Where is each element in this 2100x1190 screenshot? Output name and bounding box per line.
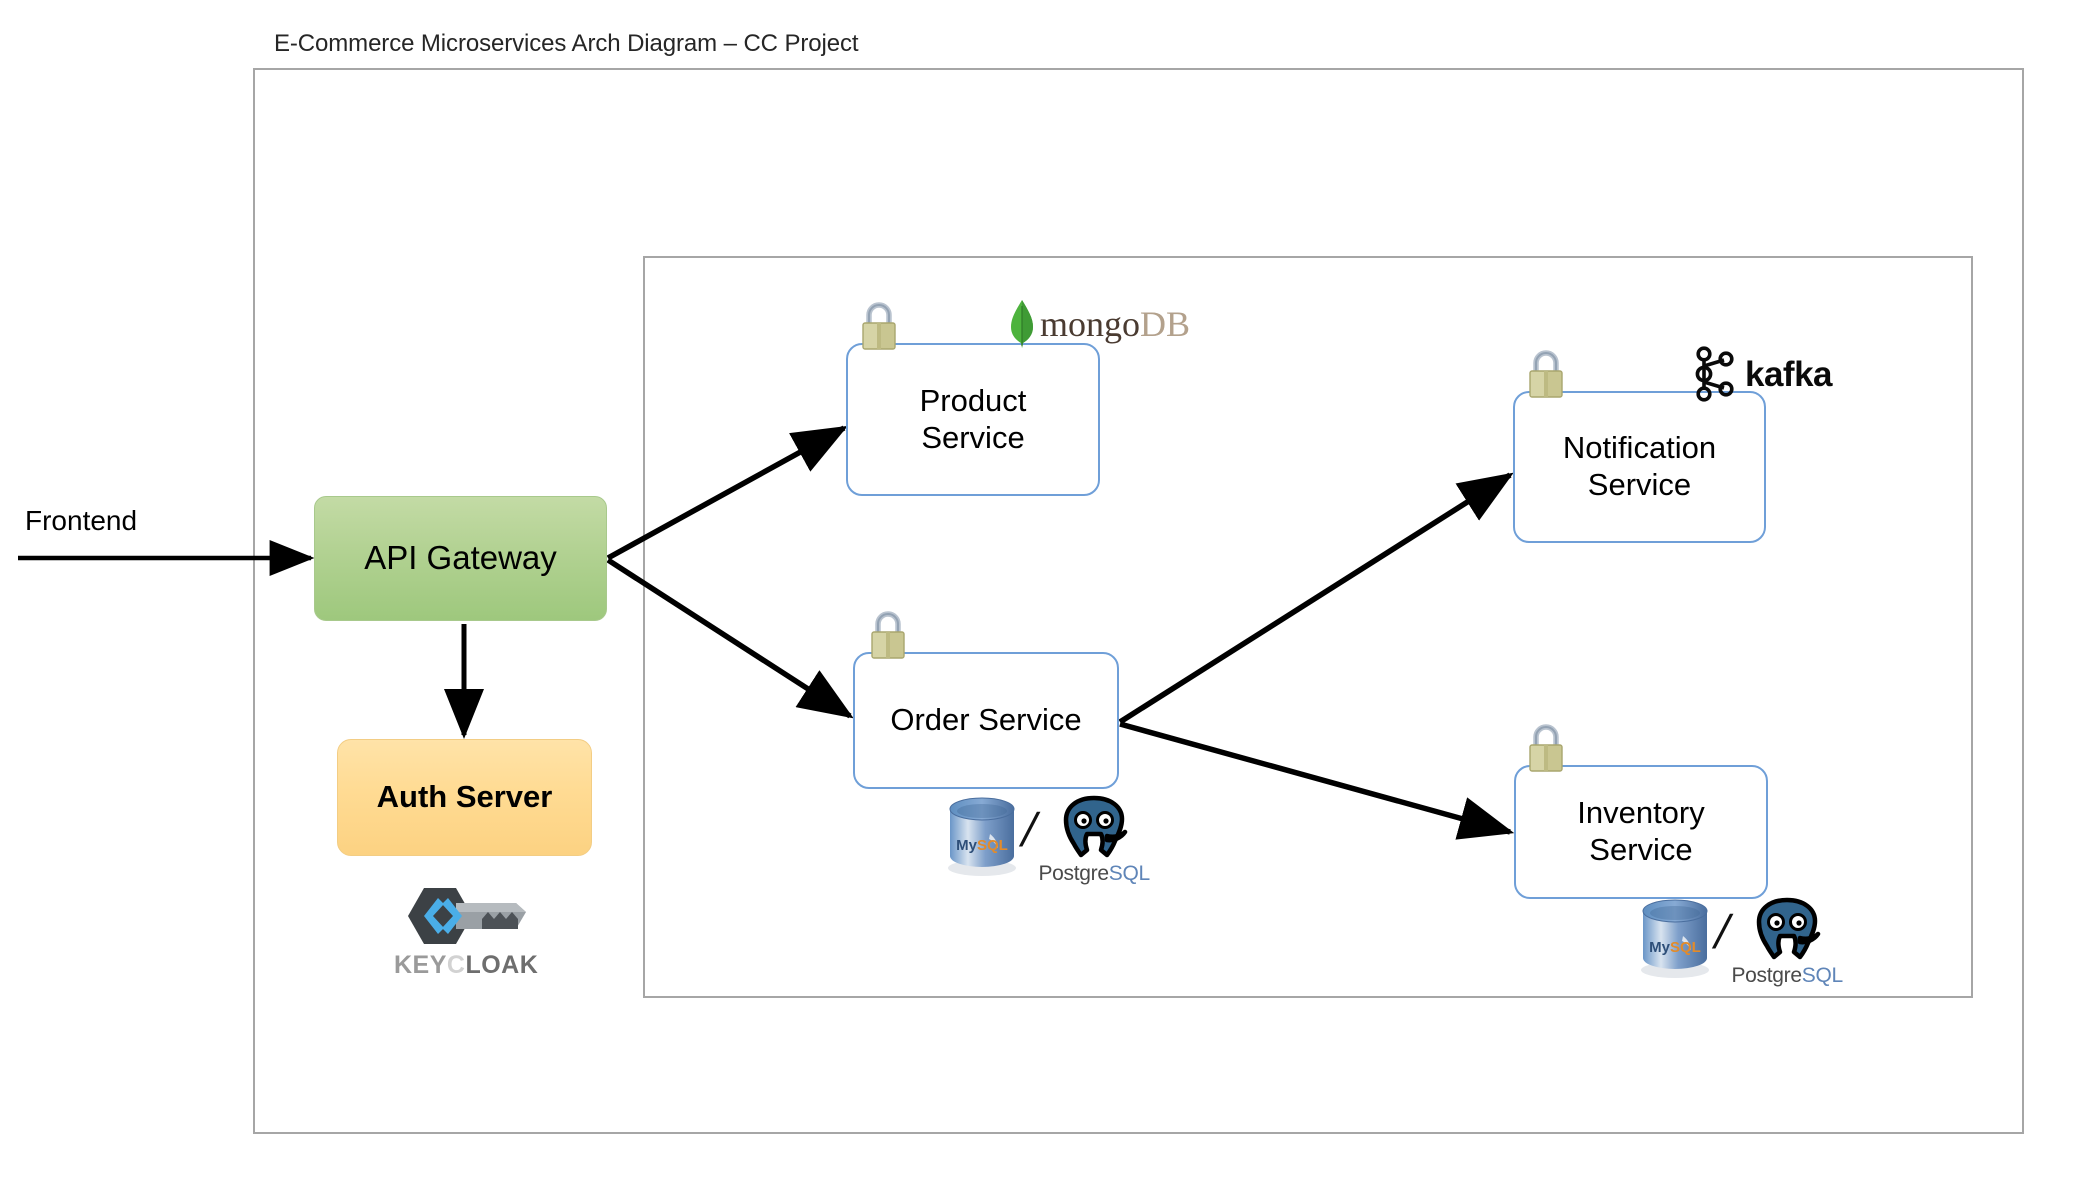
logo-separator: / bbox=[1022, 801, 1037, 858]
postgresql-elephant-icon bbox=[1756, 897, 1821, 960]
padlock-icon bbox=[1529, 724, 1563, 772]
node-order-service[interactable]: Order Service bbox=[853, 652, 1119, 789]
kafka-logo: kafka bbox=[1692, 345, 1833, 403]
mongodb-text-part2: DB bbox=[1140, 304, 1191, 344]
keycloak-logo: KEYCLOAK bbox=[394, 884, 538, 979]
mongodb-leaf-icon bbox=[1011, 300, 1033, 348]
node-api-gateway[interactable]: API Gateway bbox=[314, 496, 607, 621]
node-product-service[interactable]: Product Service bbox=[846, 343, 1100, 496]
padlock-icon bbox=[871, 611, 905, 659]
node-auth-server[interactable]: Auth Server bbox=[337, 739, 592, 856]
diagram-title: E-Commerce Microservices Arch Diagram – … bbox=[274, 30, 859, 57]
padlock-icon bbox=[862, 302, 896, 350]
node-inventory-service-label: Inventory Service bbox=[1577, 795, 1705, 867]
postgresql-elephant-icon bbox=[1063, 795, 1128, 858]
mysql-icon: MySQL bbox=[1641, 899, 1709, 978]
node-order-service-label: Order Service bbox=[890, 702, 1082, 738]
padlock-icon bbox=[1529, 350, 1563, 398]
postgresql-text-part1: Postgre bbox=[1038, 862, 1109, 885]
mongodb-logo-text: mongoDB bbox=[1040, 306, 1190, 342]
node-notification-service-label: Notification Service bbox=[1562, 430, 1717, 502]
mysql-icon: MySQL bbox=[948, 797, 1016, 876]
system-boundary-frame bbox=[253, 68, 2024, 1134]
kafka-icon bbox=[1695, 346, 1734, 402]
postgresql-text-part1: Postgre bbox=[1731, 964, 1802, 987]
frontend-label: Frontend bbox=[25, 505, 138, 536]
lock-icon-order-service bbox=[866, 609, 910, 666]
keycloak-logo-text: KEYCLOAK bbox=[394, 951, 538, 979]
lock-icon-inventory-service bbox=[1524, 722, 1568, 779]
datastore-logos-inventory-service: MySQL / PostgreSQL bbox=[1637, 894, 1843, 986]
keycloak-key-icon bbox=[408, 888, 526, 944]
lock-icon-notification-service bbox=[1524, 348, 1568, 405]
postgresql-text-part2: SQL bbox=[1801, 964, 1843, 987]
svg-text:MySQL: MySQL bbox=[1649, 939, 1701, 956]
node-auth-server-label: Auth Server bbox=[376, 779, 553, 815]
node-api-gateway-label: API Gateway bbox=[364, 539, 557, 577]
node-notification-service[interactable]: Notification Service bbox=[1513, 391, 1766, 543]
postgresql-logo: PostgreSQL bbox=[1038, 792, 1150, 885]
postgresql-logo: PostgreSQL bbox=[1731, 894, 1843, 987]
node-product-service-label: Product Service bbox=[919, 382, 1027, 455]
postgresql-logo-text: PostgreSQL bbox=[1038, 862, 1150, 885]
logo-separator: / bbox=[1715, 903, 1730, 960]
svg-text:MySQL: MySQL bbox=[956, 837, 1008, 854]
kafka-logo-text: kafka bbox=[1745, 354, 1833, 394]
mongodb-logo: mongoDB bbox=[1008, 298, 1190, 350]
keycloak-text-part2: C bbox=[446, 951, 466, 979]
keycloak-text-part1: KEY bbox=[394, 951, 447, 979]
postgresql-text-part2: SQL bbox=[1108, 862, 1150, 885]
node-inventory-service[interactable]: Inventory Service bbox=[1514, 765, 1768, 899]
keycloak-text-part3: LOAK bbox=[465, 951, 539, 979]
datastore-logos-order-service: MySQL / PostgreSQL bbox=[944, 792, 1150, 884]
mongodb-text-part1: mongo bbox=[1040, 304, 1141, 344]
postgresql-logo-text: PostgreSQL bbox=[1731, 964, 1843, 987]
lock-icon-product-service bbox=[857, 300, 901, 357]
